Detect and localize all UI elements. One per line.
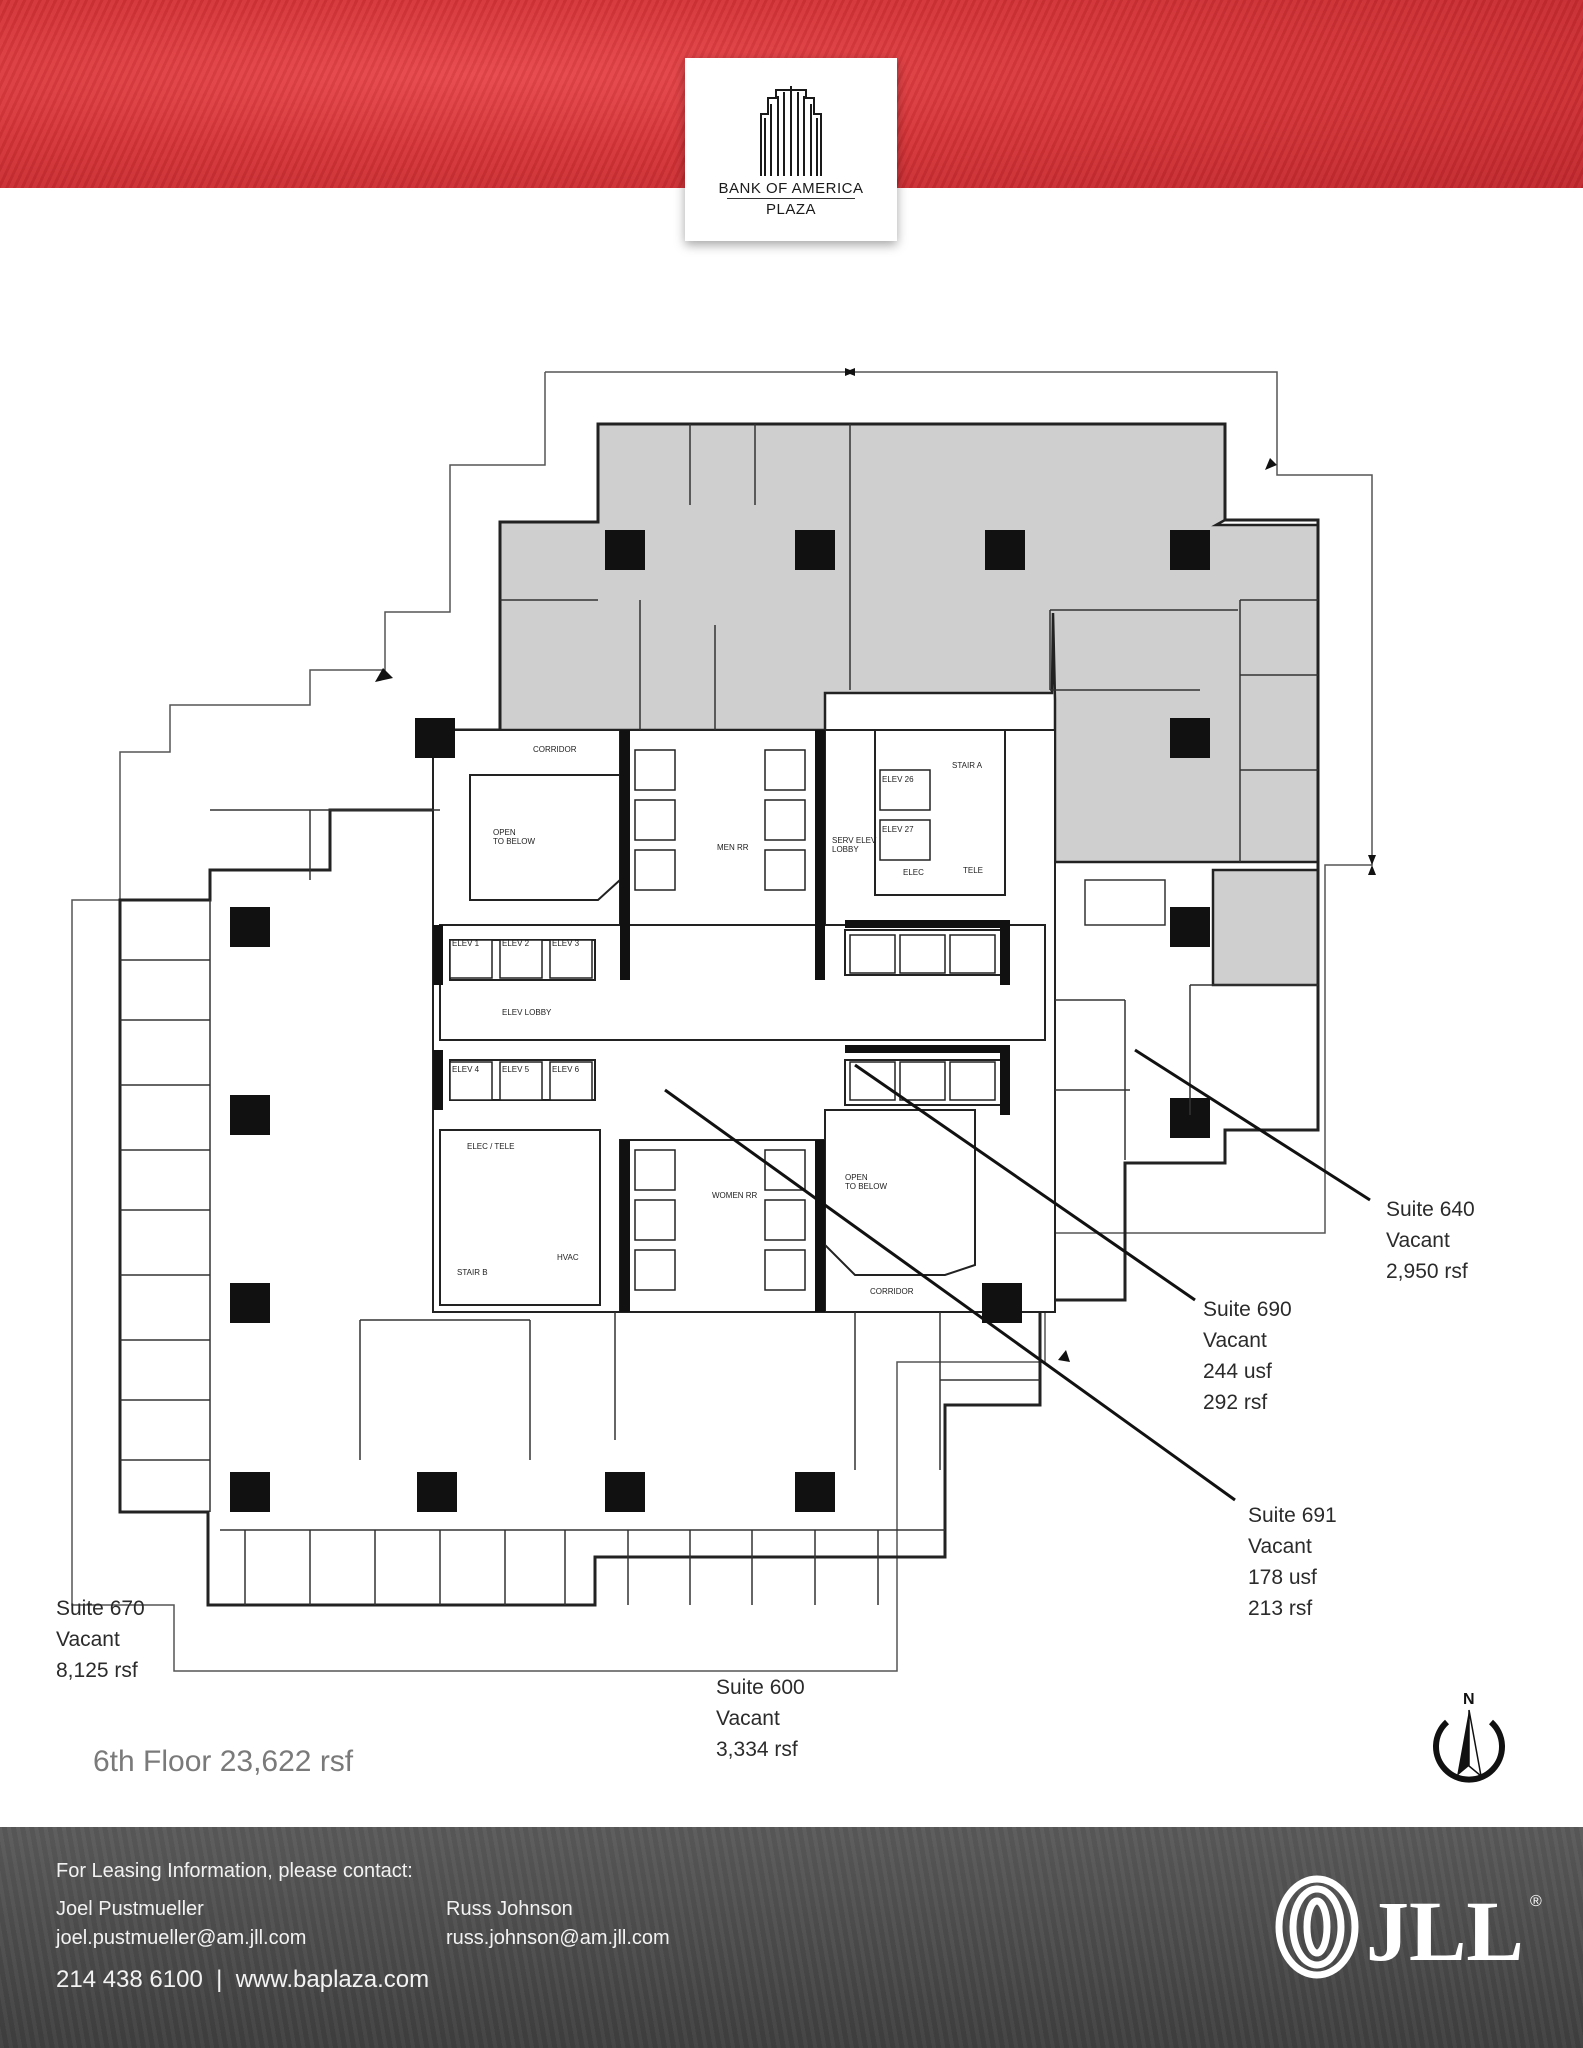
- contact-footer: [0, 1827, 1583, 2048]
- elev-5-label: ELEV 5: [502, 1065, 530, 1074]
- elec-label: ELEC: [903, 868, 924, 877]
- elev-6-label: ELEV 6: [552, 1065, 580, 1074]
- suite-640-area: 2,950 rsf: [1386, 1260, 1468, 1283]
- footer-heading: For Leasing Information, please contact:: [56, 1860, 413, 1882]
- tower-icon: [760, 86, 822, 176]
- suite-600-name: Suite 600: [716, 1676, 805, 1699]
- building-core: [432, 729, 1056, 1313]
- dimension-outline: [71, 371, 1373, 1672]
- suite-691-rsf: 213 rsf: [1248, 1597, 1313, 1620]
- logo-divider: [727, 198, 855, 199]
- stair-b-label: STAIR B: [457, 1268, 488, 1277]
- perimeter-offices: [120, 424, 1318, 1605]
- building-logo: BANK OF AMERICA PLAZA: [685, 58, 897, 241]
- elev-4-label: ELEV 4: [452, 1065, 480, 1074]
- suite-670-area: 8,125 rsf: [56, 1659, 138, 1682]
- suite-690-usf: 244 usf: [1203, 1360, 1272, 1383]
- leader-lines: [664, 1048, 1371, 1502]
- suite-691-label: Suite 691 Vacant 178 usf 213 rsf: [1248, 1500, 1337, 1624]
- suite-690-label: Suite 690 Vacant 244 usf 292 rsf: [1203, 1294, 1292, 1418]
- elev-27-label: ELEV 27: [882, 825, 914, 834]
- suite-690-status: Vacant: [1203, 1329, 1267, 1352]
- suite-670-label: Suite 670 Vacant 8,125 rsf: [56, 1593, 145, 1686]
- jll-wordmark: JLL: [1366, 1883, 1524, 1979]
- north-arrow-compass: N: [1427, 1688, 1511, 1789]
- women-rr-label: WOMEN RR: [712, 1191, 758, 1200]
- elev-26-label: ELEV 26: [882, 775, 914, 784]
- suite-640-status: Vacant: [1386, 1229, 1450, 1252]
- suite-600-status: Vacant: [716, 1707, 780, 1730]
- suite-690-name: Suite 690: [1203, 1298, 1292, 1321]
- compass-icon: N: [1433, 1691, 1505, 1783]
- core-walls: [433, 730, 1010, 1312]
- logo-title: BANK OF AMERICA: [718, 180, 864, 197]
- corridor-bottom-label: CORRIDOR: [870, 1287, 914, 1296]
- suite-600-label: Suite 600 Vacant 3,334 rsf: [716, 1672, 805, 1765]
- elev-2-label: ELEV 2: [502, 939, 530, 948]
- elevators: [449, 749, 996, 1291]
- corridor-top-label: CORRIDOR: [533, 745, 577, 754]
- suite-670-name: Suite 670: [56, 1597, 145, 1620]
- hvac-label: HVAC: [557, 1253, 579, 1262]
- jll-mark-icon: JLL ®: [1275, 1875, 1542, 1979]
- elec-tele-label: ELEC / TELE: [467, 1142, 514, 1151]
- elev-1-label: ELEV 1: [452, 939, 480, 948]
- men-rr-label: MEN RR: [717, 843, 749, 852]
- suite-670-status: Vacant: [56, 1628, 120, 1651]
- dimension-arrows: [375, 368, 1376, 1362]
- contact-2-email[interactable]: russ.johnson@am.jll.com: [446, 1927, 670, 1949]
- suite-690-rsf: 292 rsf: [1203, 1391, 1268, 1414]
- contact-2-name: Russ Johnson: [446, 1898, 573, 1920]
- contact-1-name: Joel Pustmueller: [56, 1898, 204, 1920]
- suite-691-name: Suite 691: [1248, 1504, 1337, 1527]
- suite-691-status: Vacant: [1248, 1535, 1312, 1558]
- contact-1-email[interactable]: joel.pustmueller@am.jll.com: [56, 1927, 307, 1949]
- tele-label: TELE: [963, 866, 983, 875]
- suite-640-name: Suite 640: [1386, 1198, 1475, 1221]
- registered-mark: ®: [1530, 1893, 1542, 1910]
- suite-691-usf: 178 usf: [1248, 1566, 1317, 1589]
- stair-a-label: STAIR A: [952, 761, 983, 770]
- compass-north-label: N: [1463, 1691, 1475, 1708]
- phone-website[interactable]: 214 438 6100 | www.baplaza.com: [56, 1966, 430, 1993]
- elev-lobby-label: ELEV LOBBY: [502, 1008, 552, 1017]
- suite-600-area: 3,334 rsf: [716, 1738, 798, 1761]
- floor-title: 6th Floor 23,622 rsf: [93, 1745, 354, 1778]
- jll-logo: JLL ®: [1272, 1872, 1552, 1987]
- logo-subtitle: PLAZA: [765, 201, 817, 218]
- suite-640-label: Suite 640 Vacant 2,950 rsf: [1386, 1194, 1475, 1287]
- elev-3-label: ELEV 3: [552, 939, 580, 948]
